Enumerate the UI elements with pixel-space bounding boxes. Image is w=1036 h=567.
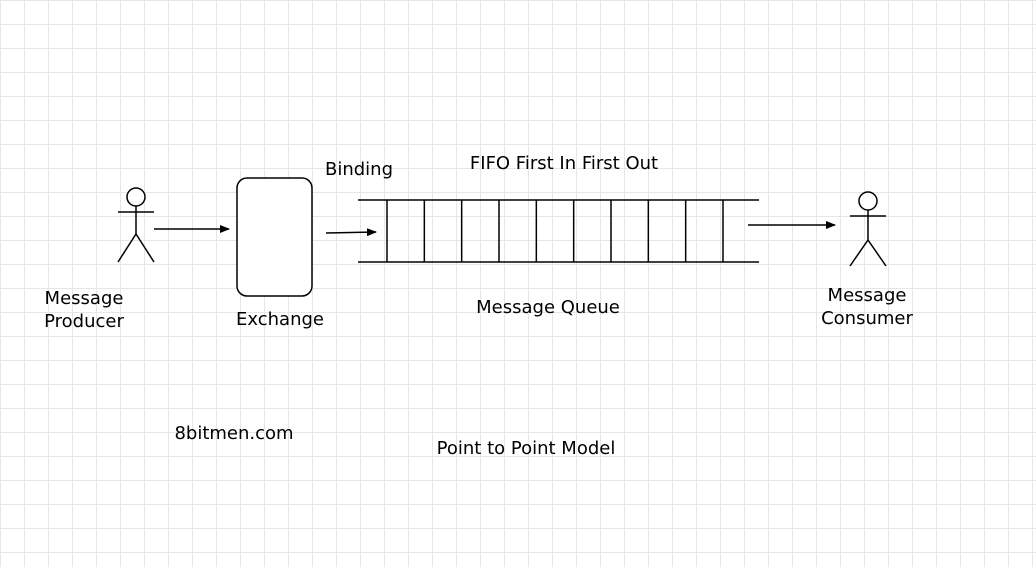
consumer-label-line2: Consumer	[821, 308, 913, 329]
binding-arrow	[325, 228, 377, 237]
queue-label: Message Queue	[476, 297, 620, 318]
consumer-actor-icon	[849, 191, 887, 267]
queue-title: FIFO First In First Out	[469, 153, 659, 174]
producer-label-line1: Message	[44, 288, 124, 309]
exchange-label: Exchange	[236, 309, 324, 330]
message-queue	[358, 199, 759, 263]
binding-label: Binding	[324, 159, 394, 180]
consumer-label-line1: Message	[827, 285, 907, 306]
queue-slots	[386, 200, 724, 262]
producer-label: Message Producer	[44, 287, 124, 333]
exchange-box	[236, 177, 313, 297]
producer-actor-icon	[117, 187, 155, 263]
producer-label-line2: Producer	[44, 311, 124, 332]
diagram-caption: Point to Point Model	[436, 438, 616, 459]
consumer-label: Message Consumer	[821, 284, 913, 330]
watermark: 8bitmen.com	[174, 423, 294, 444]
